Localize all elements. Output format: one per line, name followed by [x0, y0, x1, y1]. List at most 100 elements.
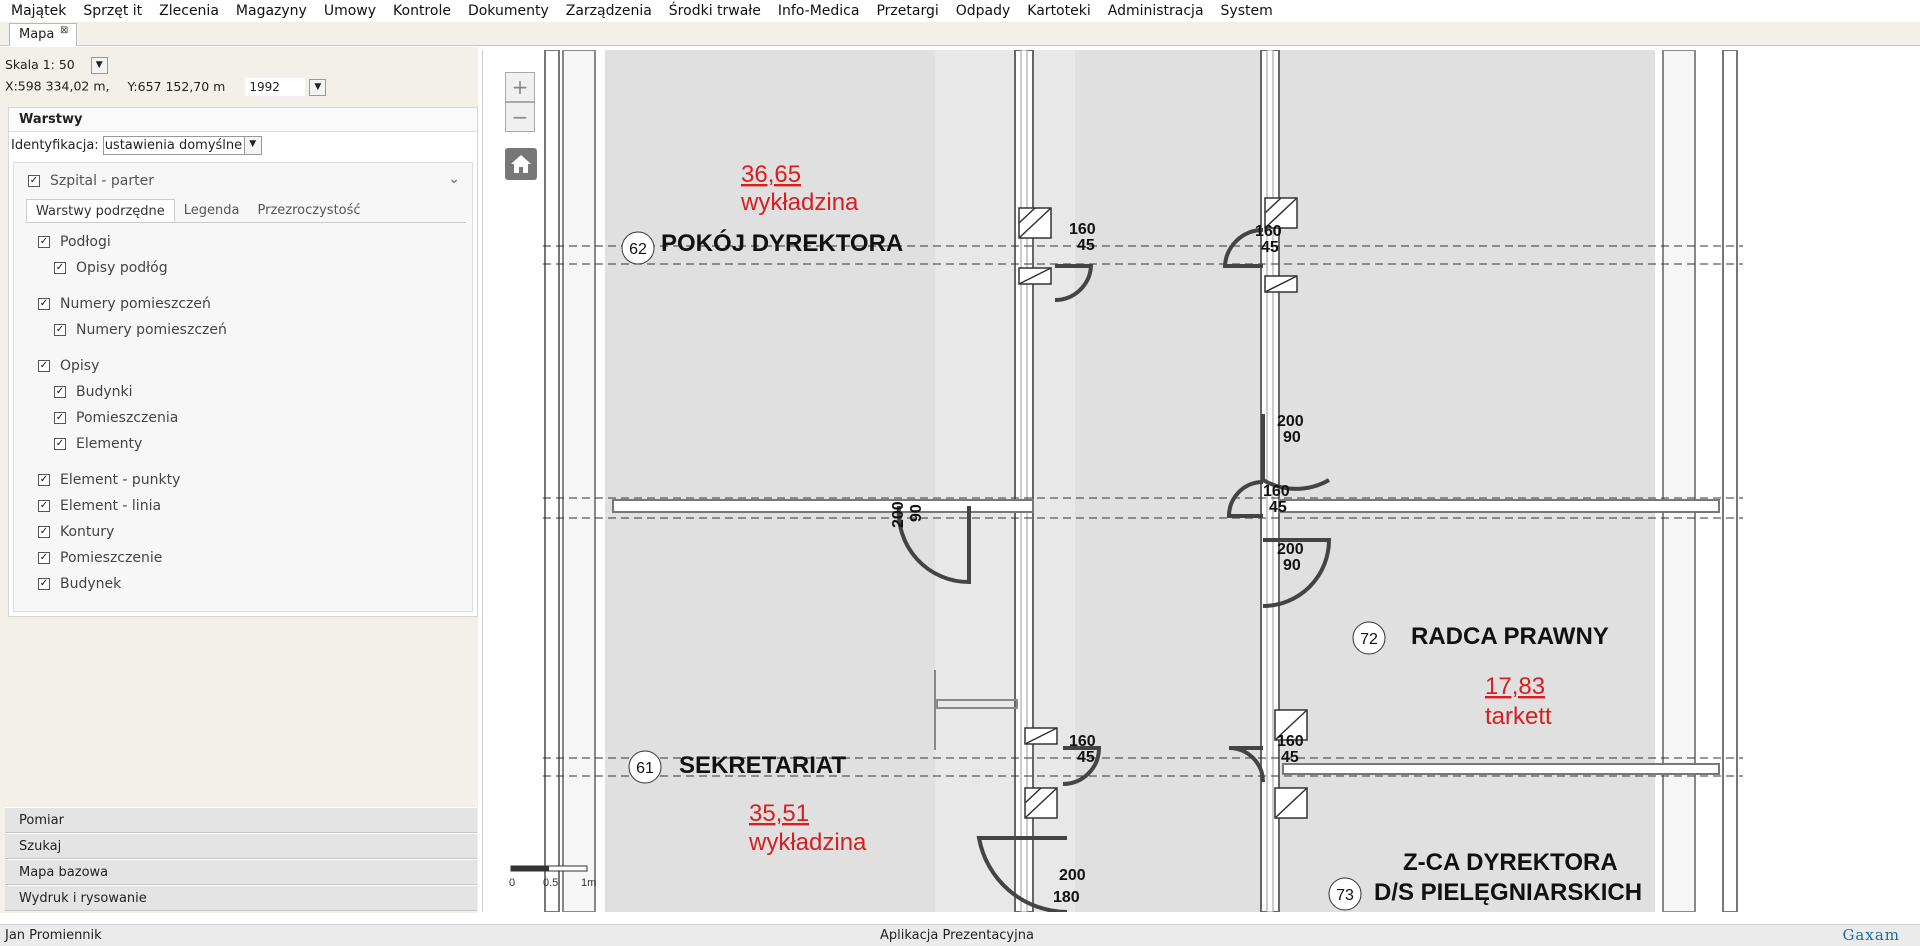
layer-label: Pomieszczenie [60, 550, 163, 566]
coords-row: X:598 334,02 m, Y:657 152,70 m 1992 ▼ [5, 78, 327, 96]
room-number-badge [1328, 877, 1362, 911]
checkbox-icon[interactable]: ✓ [54, 386, 66, 398]
accordion-wydruk[interactable]: Wydruk i rysowanie [5, 885, 477, 911]
menu-magazyny[interactable]: Magazyny [235, 3, 307, 19]
status-bar: Jan Promiennik Aplikacja Prezentacyjna G… [0, 924, 1920, 946]
checkbox-icon[interactable]: ✓ [38, 578, 50, 590]
layer-item[interactable]: ✓Budynki [14, 379, 472, 405]
dim-label: 200 [1277, 413, 1304, 430]
close-icon[interactable]: ⊠ [60, 25, 69, 36]
accordion-szukaj[interactable]: Szukaj [5, 833, 477, 859]
map-view[interactable]: 62 72 61 73 POKÓJ DYREKTORA RADCA PRAWNY… [482, 50, 1920, 912]
identification-label: Identyfikacja: [11, 138, 99, 153]
checkbox-icon[interactable]: ✓ [54, 262, 66, 274]
scale-dropdown-icon[interactable]: ▼ [90, 57, 108, 74]
chevron-down-icon[interactable]: ⌄ [448, 171, 460, 187]
room-number: 62 [629, 241, 647, 258]
menu-przetargi[interactable]: Przetargi [876, 3, 939, 19]
room-floor-type: wykładzina [740, 189, 859, 216]
tab-strip: Mapa ⊠ [0, 22, 1920, 46]
corridor-floor [935, 50, 1075, 912]
checkbox-icon[interactable]: ✓ [38, 474, 50, 486]
layer-label: Kontury [60, 524, 115, 540]
dim-label: 45 [1261, 239, 1279, 256]
tab-legenda[interactable]: Legenda [183, 203, 240, 218]
room-number: 61 [636, 760, 654, 777]
year-select[interactable]: 1992 [245, 78, 306, 96]
layer-label: Podłogi [60, 234, 111, 250]
scale-label: 1m [581, 877, 596, 889]
year-dropdown-icon[interactable]: ▼ [309, 78, 327, 96]
menu-zarzadzenia[interactable]: Zarządzenia [565, 3, 652, 19]
layer-group-header[interactable]: ✓ Szpital - parter ⌄ [14, 163, 472, 199]
tab-przezroczystosc[interactable]: Przezroczystość [257, 203, 361, 218]
dim-label: 45 [1077, 237, 1095, 254]
dim-label: 200 [1277, 541, 1304, 558]
menu-srodki-trwale[interactable]: Środki trwałe [668, 3, 761, 19]
layer-item[interactable]: ✓ Budynek [14, 571, 472, 597]
checkbox-icon[interactable]: ✓ [54, 324, 66, 336]
layer-label: Elementy [76, 436, 143, 452]
menu-majatek[interactable]: Majątek [11, 3, 67, 19]
floor-plan: 62 72 61 73 POKÓJ DYREKTORA RADCA PRAWNY… [509, 50, 1743, 912]
menu-umowy[interactable]: Umowy [323, 3, 377, 19]
layer-item[interactable]: ✓Numery pomieszczeń [14, 291, 472, 317]
identification-select[interactable]: ustawienia domyślne ▼ [102, 136, 262, 155]
zoom-in-button[interactable]: + [505, 72, 535, 102]
checkbox-icon[interactable]: ✓ [38, 236, 50, 248]
accordion-pomiar[interactable]: Pomiar [5, 807, 477, 833]
layer-item[interactable]: ✓Opisy [14, 353, 472, 379]
menu-kartoteki[interactable]: Kartoteki [1027, 3, 1091, 19]
checkbox-icon[interactable]: ✓ [38, 552, 50, 564]
checkbox-icon[interactable]: ✓ [28, 175, 40, 187]
tab-mapa[interactable]: Mapa ⊠ [9, 23, 77, 46]
menu-odpady[interactable]: Odpady [955, 3, 1011, 19]
scale-label: 0.5 [543, 877, 558, 889]
zoom-out-button[interactable]: − [505, 102, 535, 132]
dim-label: 45 [1269, 499, 1287, 516]
dim-label: 160 [1263, 483, 1290, 500]
layer-item[interactable]: ✓Element - punkty [14, 467, 472, 493]
room-number: 73 [1336, 887, 1354, 904]
layer-label: Element - linia [60, 498, 162, 514]
checkbox-icon[interactable]: ✓ [38, 360, 50, 372]
scale-label: 0 [509, 877, 515, 889]
checkbox-icon[interactable]: ✓ [54, 438, 66, 450]
chevron-down-icon[interactable]: ▼ [243, 137, 261, 154]
accordion-mapa-bazowa[interactable]: Mapa bazowa [5, 859, 477, 885]
room-floor-type: wykładzina [748, 829, 867, 856]
checkbox-icon[interactable]: ✓ [54, 412, 66, 424]
menu-sprzet-it[interactable]: Sprzęt it [83, 3, 143, 19]
menu-zlecenia[interactable]: Zlecenia [159, 3, 219, 19]
layer-label: Budynek [60, 576, 122, 592]
tab-warstwy-podrzedne[interactable]: Warstwy podrzędne [26, 199, 175, 222]
coord-x: X:598 334,02 m, [5, 78, 110, 94]
menu-dokumenty[interactable]: Dokumenty [467, 3, 549, 19]
checkbox-icon[interactable]: ✓ [38, 526, 50, 538]
layer-item[interactable]: ✓ Element - linia [14, 493, 472, 519]
dim-label: 180 [1053, 889, 1080, 906]
wall [612, 499, 1034, 513]
layer-item[interactable]: ✓ Elementy [14, 431, 472, 457]
identification-row: Identyfikacja: ustawienia domyślne ▼ [9, 132, 477, 159]
checkbox-icon[interactable]: ✓ [38, 500, 50, 512]
layer-item[interactable]: ✓Numery pomieszczeń [14, 317, 472, 343]
tab-mapa-label: Mapa [19, 27, 55, 42]
menu-info-medica[interactable]: Info-Medica [777, 3, 860, 19]
menu-administracja[interactable]: Administracja [1107, 3, 1204, 19]
wall [1662, 50, 1696, 912]
menu-system[interactable]: System [1220, 3, 1273, 19]
menu-kontrole[interactable]: Kontrole [393, 3, 451, 19]
scale-bar: 0 0.5 1m [509, 865, 596, 889]
checkbox-icon[interactable]: ✓ [38, 298, 50, 310]
home-button[interactable] [505, 148, 537, 180]
layer-item[interactable]: ✓Opisy podłóg [14, 255, 472, 281]
layer-subtabs: Warstwy podrzędne Legenda Przezroczystoś… [26, 199, 466, 223]
layer-item[interactable]: ✓ Kontury [14, 519, 472, 545]
wall [1722, 50, 1738, 912]
layer-item[interactable]: ✓Pomieszczenia [14, 405, 472, 431]
layer-list: ✓ Podłogi ✓Opisy podłóg ✓Numery pomieszcz… [14, 223, 472, 597]
dim-label: 160 [1277, 733, 1304, 750]
layer-item[interactable]: ✓ Podłogi [14, 229, 472, 255]
layer-item[interactable]: ✓ Pomieszczenie [14, 545, 472, 571]
